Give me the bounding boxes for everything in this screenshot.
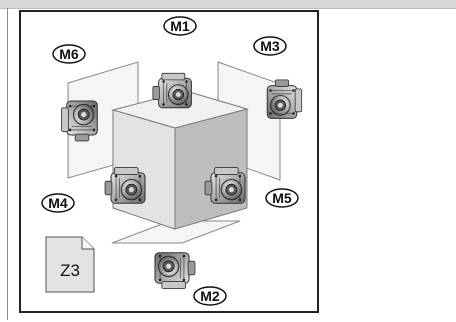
svg-text:M1: M1 — [170, 18, 190, 34]
svg-text:M5: M5 — [272, 190, 292, 206]
top-bar — [0, 0, 456, 9]
label-m3: M3 — [253, 36, 287, 56]
label-m5: M5 — [265, 188, 299, 208]
plane-m2 — [111, 220, 241, 244]
label-m1: M1 — [163, 16, 197, 36]
label-m2: M2 — [193, 286, 227, 306]
svg-text:M3: M3 — [260, 38, 280, 54]
document-icon: Z3 — [45, 236, 95, 293]
gearbox-m2-icon — [154, 252, 196, 289]
label-m4: M4 — [41, 193, 75, 213]
svg-text:M4: M4 — [48, 195, 68, 211]
gearbox-m1-icon — [152, 72, 192, 109]
outer-frame — [7, 8, 448, 320]
gearbox-m3-icon — [266, 79, 303, 119]
svg-text:M6: M6 — [59, 46, 79, 62]
gearbox-m4-icon — [104, 167, 146, 204]
gearbox-m6-icon — [61, 100, 98, 142]
label-m6: M6 — [52, 44, 86, 64]
document-label: Z3 — [60, 261, 80, 280]
svg-text:M2: M2 — [200, 288, 220, 304]
